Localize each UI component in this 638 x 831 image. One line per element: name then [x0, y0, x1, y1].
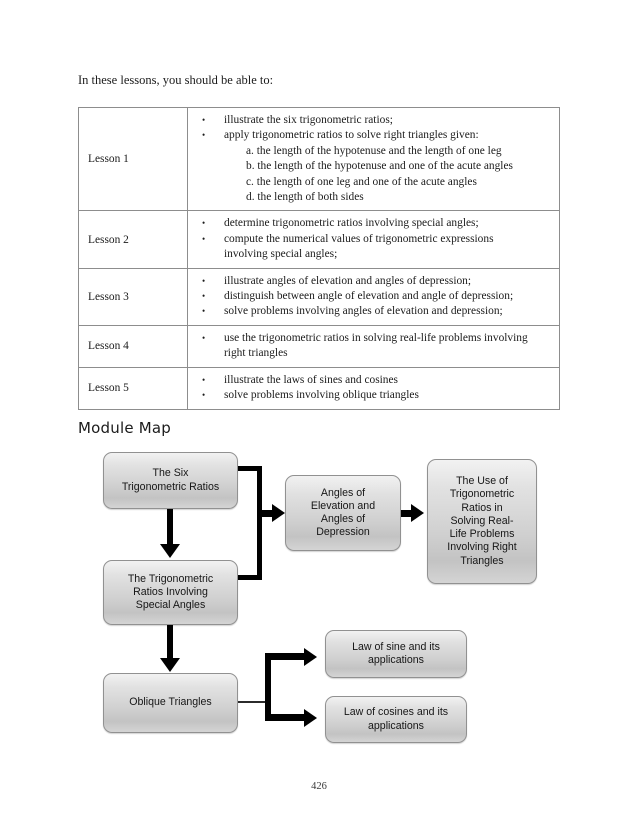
table-row: Lesson 4 use the trigonometric ratios in… [78, 324, 560, 368]
table-row: Lesson 3 illustrate angles of elevation … [78, 267, 560, 326]
arrowhead-right-angles-elevation [272, 504, 285, 522]
lesson-label: Lesson 5 [78, 366, 188, 410]
lesson-objectives: determine trigonometric ratios involving… [187, 210, 560, 269]
arrowhead-right-law-of-cosines [304, 709, 317, 727]
list-item: b. the length of the hypotenuse and one … [246, 160, 513, 173]
list-item: a. the length of the hypotenuse and the … [246, 144, 502, 157]
intro-text: In these lessons, you should be able to: [78, 73, 274, 87]
list-item: d. the length of both sides [246, 191, 364, 204]
list-item: apply trigonometric ratios to solve righ… [188, 127, 553, 143]
list-item: illustrate the six trigonometric ratios; [188, 112, 553, 128]
lesson-label: Lesson 1 [78, 106, 188, 212]
connector-stub-special-angles-right [238, 575, 262, 580]
connector-oblique-stub-right [238, 701, 270, 703]
lesson-objectives: illustrate the six trigonometric ratios;… [187, 106, 560, 212]
list-item: compute the numerical values of trigonom… [188, 231, 553, 263]
arrowhead-right-law-of-sine [304, 648, 317, 666]
connector-split-to-law-of-cosines [265, 714, 307, 721]
list-item-continuation: involving special angles; [224, 248, 338, 261]
page-number: 426 [311, 781, 327, 792]
lesson-objectives: use the trigonometric ratios in solving … [187, 324, 560, 368]
page-title: Module Map [78, 419, 171, 437]
connector-oblique-split-bar [265, 653, 271, 721]
list-item: illustrate angles of elevation and angle… [188, 273, 553, 289]
lesson-objectives: illustrate angles of elevation and angle… [187, 267, 560, 326]
connector-six-ratios-to-special-angles [167, 509, 173, 545]
list-item: determine trigonometric ratios involving… [188, 215, 553, 231]
list-item: c. the length of one leg and one of the … [246, 175, 477, 188]
arrowhead-down-oblique [160, 658, 180, 672]
list-item-text: use the trigonometric ratios in solving … [224, 331, 528, 344]
arrowhead-down-special-angles [160, 544, 180, 558]
list-item-text: compute the numerical values of trigonom… [224, 232, 494, 245]
lesson-label: Lesson 2 [78, 210, 188, 269]
connector-vertical-merge-bar [257, 466, 262, 580]
list-item-continuation: right triangles [224, 347, 288, 360]
sub-list-wrapper: a. the length of the hypotenuse and the … [188, 144, 553, 206]
connector-merge-to-angles-elevation [262, 510, 276, 517]
list-item: illustrate the laws of sines and cosines [188, 372, 553, 388]
learning-objectives-table: Lesson 1 illustrate the six trigonometri… [78, 106, 560, 410]
table-row: Lesson 1 illustrate the six trigonometri… [78, 106, 560, 212]
connector-stub-six-ratios-right [238, 466, 262, 471]
lesson-label: Lesson 4 [78, 324, 188, 368]
arrowhead-right-real-life [411, 504, 424, 522]
lesson-label: Lesson 3 [78, 267, 188, 326]
list-item: distinguish between angle of elevation a… [188, 288, 553, 304]
connector-split-to-law-of-sine [265, 653, 307, 660]
table-row: Lesson 5 illustrate the laws of sines an… [78, 366, 560, 410]
connector-angles-elevation-to-real-life [401, 510, 415, 517]
list-item: solve problems involving angles of eleva… [188, 303, 553, 319]
list-item: solve problems involving oblique triangl… [188, 387, 553, 403]
list-item: use the trigonometric ratios in solving … [188, 330, 553, 362]
table-row: Lesson 2 determine trigonometric ratios … [78, 210, 560, 269]
flow-node-oblique-triangles[interactable]: Oblique Triangles [103, 673, 238, 733]
connector-special-angles-to-oblique [167, 625, 173, 659]
lesson-objectives: illustrate the laws of sines and cosines… [187, 366, 560, 410]
